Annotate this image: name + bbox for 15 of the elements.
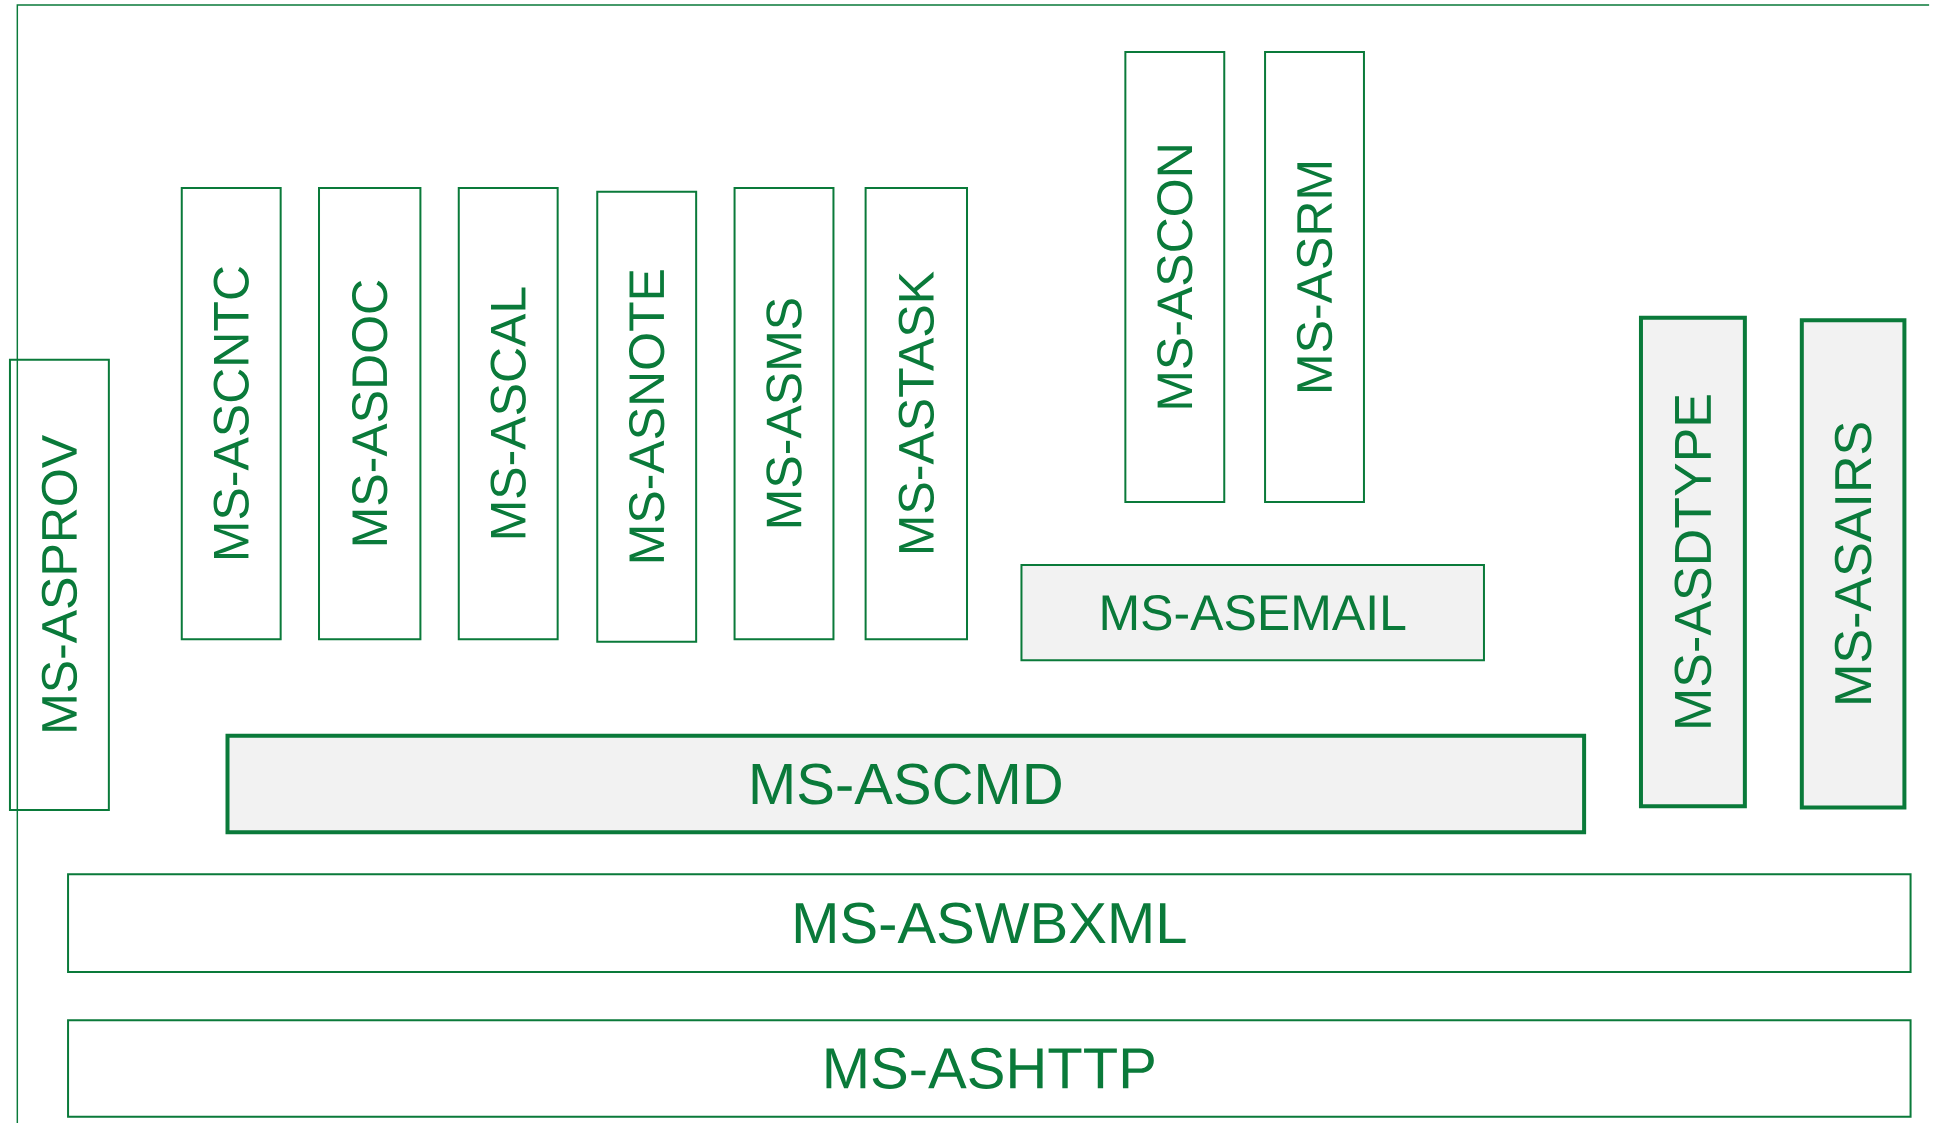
protocol-box: MS-ASPROV <box>8 358 110 811</box>
protocol-box: MS-ASCMD <box>225 733 1587 835</box>
protocol-box: MS-ASCNTC <box>180 186 282 641</box>
protocol-box: MS-ASMS <box>733 186 835 641</box>
protocol-box: MS-ASEMAIL <box>1020 564 1485 662</box>
protocol-box: MS-ASHTTP <box>67 1019 1912 1118</box>
protocol-box: MS-ASCAL <box>457 186 559 641</box>
protocol-box: MS-ASDOC <box>318 186 422 641</box>
protocol-box: MS-ASRM <box>1264 50 1365 504</box>
protocol-box: MS-ASDTYPE <box>1638 315 1747 809</box>
protocol-box: MS-ASWBXML <box>67 873 1912 973</box>
protocol-box: MS-ASCON <box>1124 50 1226 504</box>
protocol-box: MS-ASAIRS <box>1799 318 1907 810</box>
protocol-box: MS-ASNOTE <box>596 190 698 643</box>
protocol-box: MS-ASTASK <box>864 186 968 641</box>
